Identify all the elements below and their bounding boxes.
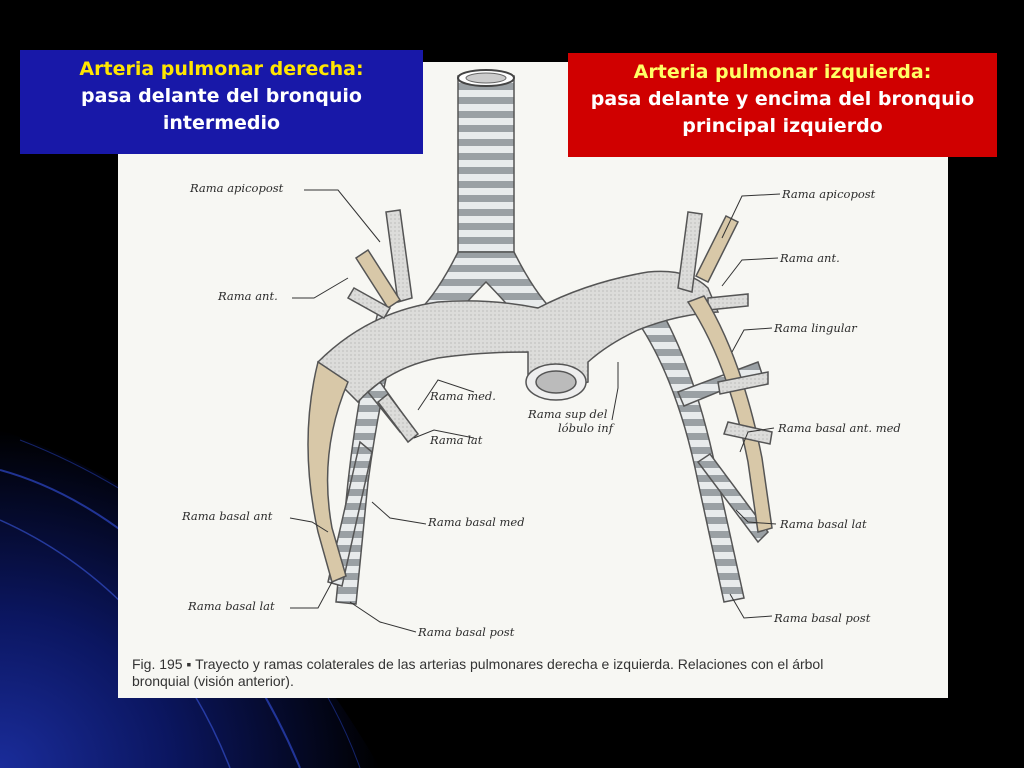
label-left-sup-lobulo-2: lóbulo inf: [558, 421, 613, 435]
label-right-apicopost: Rama apicopost: [190, 181, 284, 195]
pulmonary-artery: [307, 209, 773, 584]
label-left-ant: Rama ant.: [780, 251, 840, 265]
callout-left-body: pasa delante del bronquio intermedio: [81, 85, 362, 134]
pulmonary-artery-illustration: [289, 69, 781, 633]
leader-lines: [289, 189, 781, 633]
anatomical-figure: Rama apicopost Rama ant. Rama med. Rama …: [118, 62, 948, 698]
label-left-basal-ant-med: Rama basal ant. med: [778, 421, 901, 435]
label-right-basal-med: Rama basal med: [428, 515, 525, 529]
label-left-lingular: Rama lingular: [774, 321, 857, 335]
figure-caption-line-2: bronquial (visión anterior).: [132, 673, 294, 689]
trachea: [416, 69, 556, 325]
figure-caption-line-1: Fig. 195 ▪ Trayecto y ramas colaterales …: [132, 656, 824, 672]
label-right-basal-lat: Rama basal lat: [188, 599, 275, 613]
label-left-basal-post: Rama basal post: [774, 611, 871, 625]
callout-left-pulmonary-artery: Arteria pulmonar izquierda: pasa delante…: [568, 53, 997, 157]
label-right-lat: Rama lat: [430, 433, 483, 447]
label-right-basal-post: Rama basal post: [418, 625, 515, 639]
label-right-med: Rama med.: [430, 389, 496, 403]
label-left-basal-lat: Rama basal lat: [780, 517, 867, 531]
label-right-basal-ant: Rama basal ant: [182, 509, 273, 523]
callout-right-pulmonary-artery: Arteria pulmonar derecha: pasa delante d…: [20, 50, 423, 154]
label-left-sup-lobulo-1: Rama sup del: [528, 407, 608, 421]
callout-right-body: pasa delante y encima del bronquio princ…: [590, 88, 975, 137]
callout-left-heading: Arteria pulmonar derecha:: [79, 58, 364, 80]
label-left-apicopost: Rama apicopost: [782, 187, 876, 201]
callout-right-heading: Arteria pulmonar izquierda:: [633, 61, 932, 83]
figure-caption: Fig. 195 ▪ Trayecto y ramas colaterales …: [132, 656, 932, 690]
label-right-ant: Rama ant.: [218, 289, 278, 303]
